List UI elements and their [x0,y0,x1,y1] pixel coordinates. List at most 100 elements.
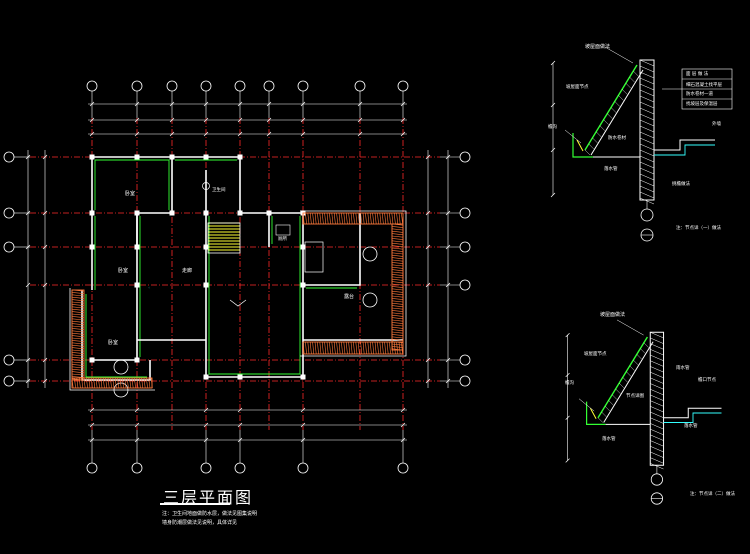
wall-terrace-upper [303,213,361,286]
eaves-hatch [321,212,324,225]
detail-dimension-tick [565,372,570,378]
detail-gutter [585,401,606,425]
detail-roof-hatch [584,149,591,156]
detail-wall-hatch [639,125,655,133]
axis-bubble-top [131,80,143,92]
eaves-hatch [365,341,367,355]
detail-roof-hatch [608,400,614,406]
eaves-hatch [389,341,391,355]
eaves-hatch [312,212,315,225]
eaves-hatch [307,212,310,225]
detail-wall-hatch [639,71,655,79]
structural-column [300,374,306,380]
cyan-marker: ◦ [148,285,150,290]
eaves-hatch [391,278,404,281]
eaves-hatch [117,377,120,389]
detail-roof-hatch [597,417,603,423]
detail-wall-hatch [639,179,655,187]
dimension-tick [425,357,431,363]
detail-top-layer-4: 找坡层及保温层 [686,100,718,107]
detail-roof-hatch [599,125,605,131]
detail-top-callout-drain: 落水管 [604,165,618,172]
eaves-hatch [74,377,76,389]
eaves-hatch [122,377,124,389]
eaves-hatch [90,377,93,389]
eaves-hatch [71,308,85,311]
detail-wall-hatch [650,377,664,384]
eaves-hatch [71,364,85,366]
detail-roof-hatch [643,342,649,348]
eaves-hatch [329,341,331,355]
eaves-hatch [357,212,360,225]
dimension-tick [89,117,95,123]
detail-dimension-tick [565,332,570,338]
plan-note-line-2: 墙身防潮层做法见说明，具体详见 [162,520,238,526]
detail-gutter-lip [576,139,584,152]
axis-bubble-left [3,354,15,366]
eaves-hatch [114,377,117,389]
detail-axis-bubble [640,208,654,222]
detail-wall-hatch [650,406,664,413]
eaves-hatch [391,259,404,262]
eaves-hatch [391,238,404,240]
detail-wall-hatch [639,173,655,181]
detail-wall-hatch [639,107,655,115]
detail-wall-hatch [650,394,664,401]
eaves-hatch [71,356,85,359]
detail-dimension-tick [565,415,570,420]
eaves-hatch [379,212,382,225]
eaves-hatch [321,341,324,355]
eaves-hatch [71,313,85,316]
eaves-hatch [112,377,115,389]
eaves-hatch [384,212,387,225]
eaves-hatch [71,323,85,326]
detail-wall-hatch [650,349,664,356]
detail-roof-hatch [629,77,635,83]
detail-wall-hatch [650,423,664,430]
eaves-hatch [341,341,343,355]
structural-column [237,154,243,160]
eaves-hatch [302,341,305,355]
eaves-hatch [71,292,85,294]
eaves-hatch [381,341,384,355]
detail-top-callout-insul: 防水卷材 [608,134,626,141]
eaves-hatch [71,296,85,299]
eaves-hatch [391,305,404,308]
axis-bubble-right [459,151,471,163]
eaves-hatch [348,341,351,355]
terrace-step-box [304,241,324,273]
structural-column [300,282,306,288]
dimension-tick [203,422,209,428]
axis-bubble-left [3,375,15,387]
detail-wall-hatch [650,417,664,424]
eaves-hatch [396,212,399,225]
detail-roof-hatch [607,113,613,119]
detail-wall-hatch [650,371,664,379]
dimension-tick [25,282,31,288]
eaves-hatch [391,319,404,322]
dimension-tick [203,407,209,413]
wall-bay-inner [85,294,147,378]
axis-bubble-top [354,80,366,92]
axis-bubble-left [3,207,15,219]
eaves-hatch [71,325,85,328]
eaves-hatch [391,341,394,355]
eaves-hatch [148,377,151,389]
eaves-hatch [362,212,365,225]
eaves-hatch [391,242,404,245]
eaves-hatch [71,377,74,389]
eaves-hatch [391,223,404,226]
detail-roof-hatch [592,137,598,143]
structural-column [134,154,140,160]
detail-bottom-callout-gutter: 檐沟 [565,379,574,386]
detail-top-callout-slope: 坡屋面节点 [566,83,589,90]
eaves-hatch [338,341,341,355]
eaves-hatch [381,212,384,225]
eaves-hatch [71,366,85,369]
eaves-hatch [393,212,396,225]
eaves-hatch [391,240,404,243]
eaves-hatch [131,377,134,389]
eaves-hatch [391,274,404,276]
eaves-band [302,341,404,355]
dimension-tick [89,407,95,413]
